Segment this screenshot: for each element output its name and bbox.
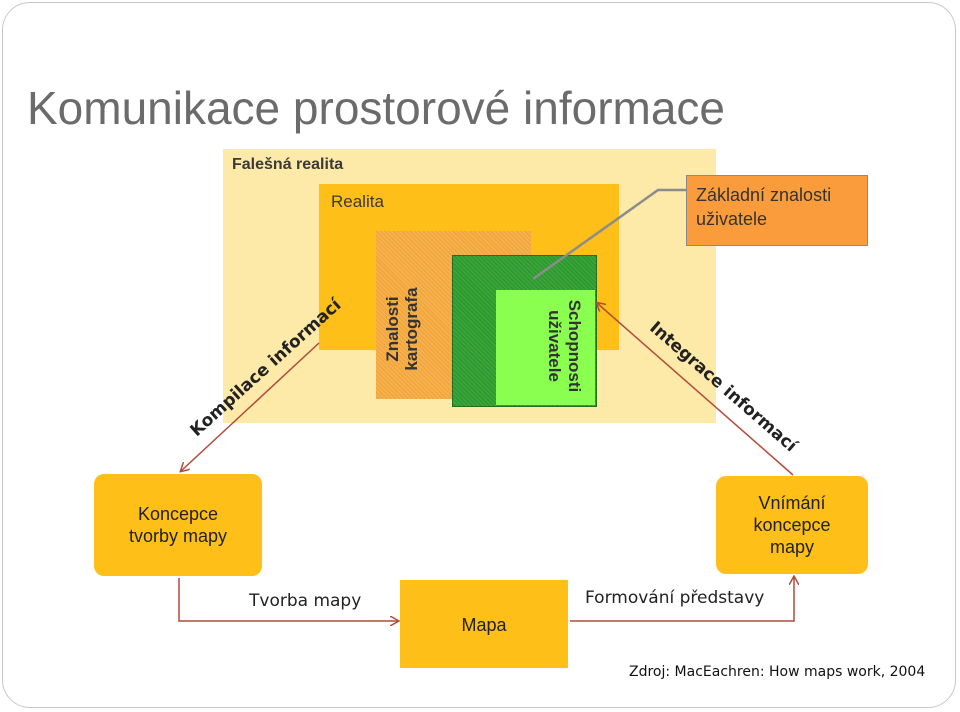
mapa-box: Mapa — [400, 580, 568, 668]
mapa-label: Mapa — [461, 614, 507, 635]
vnimani-koncepce-box: Vnímání koncepce mapy — [716, 476, 868, 574]
pointer-line — [532, 188, 686, 281]
connector-lines — [178, 188, 955, 707]
tvorba-arrow — [178, 578, 398, 621]
source-citation: Zdroj: MacEachren: How maps work, 2004 — [629, 664, 926, 680]
koncepce-tvorby-box: Koncepce tvorby mapy — [94, 474, 262, 576]
schopnosti-inner-area — [496, 290, 595, 405]
zakladni-znalosti-label: Základní znalosti uživatele — [696, 185, 832, 229]
realita-label: Realita — [331, 192, 384, 211]
koncepce-tvorby-label: Koncepce tvorby mapy — [128, 504, 228, 546]
kompilace-arrow — [181, 342, 320, 471]
falesna-realita-label: Falešná realita — [232, 156, 344, 173]
integrace-arrow — [597, 303, 794, 476]
page-title: Komunikace prostorové informace — [27, 82, 725, 134]
tvorba-mapy-label: Tvorba mapy — [249, 591, 362, 611]
vnimani-koncepce-label: Vnímání koncepce mapy — [753, 493, 831, 557]
zakladni-znalosti-box — [686, 175, 868, 246]
formovani-arrow — [570, 577, 794, 622]
formovani-label: Formování představy — [585, 588, 765, 608]
